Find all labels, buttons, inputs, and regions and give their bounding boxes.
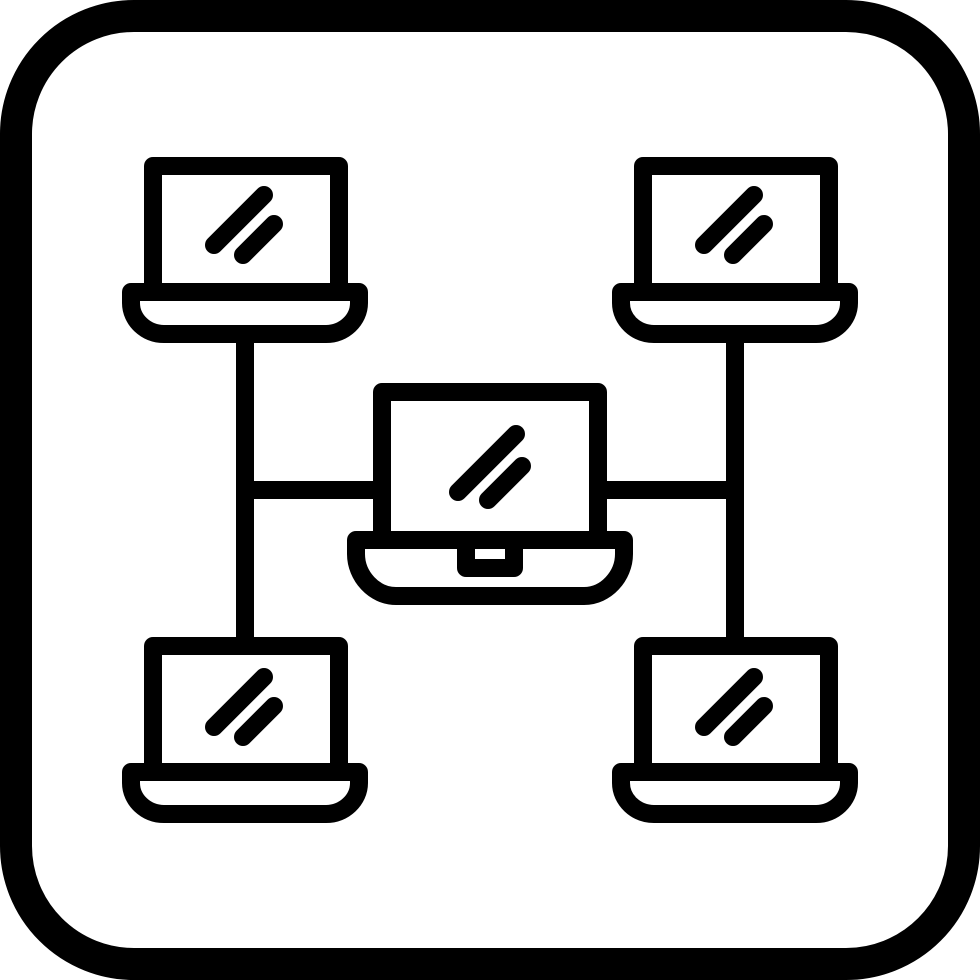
laptop-top-right-icon xyxy=(612,157,858,343)
laptop-bottom-right-icon xyxy=(612,637,858,823)
laptop-center-icon xyxy=(347,383,633,605)
laptop-bottom-left-icon xyxy=(122,637,368,823)
laptop-top-left-icon xyxy=(122,157,368,343)
connection-lines xyxy=(236,329,744,651)
